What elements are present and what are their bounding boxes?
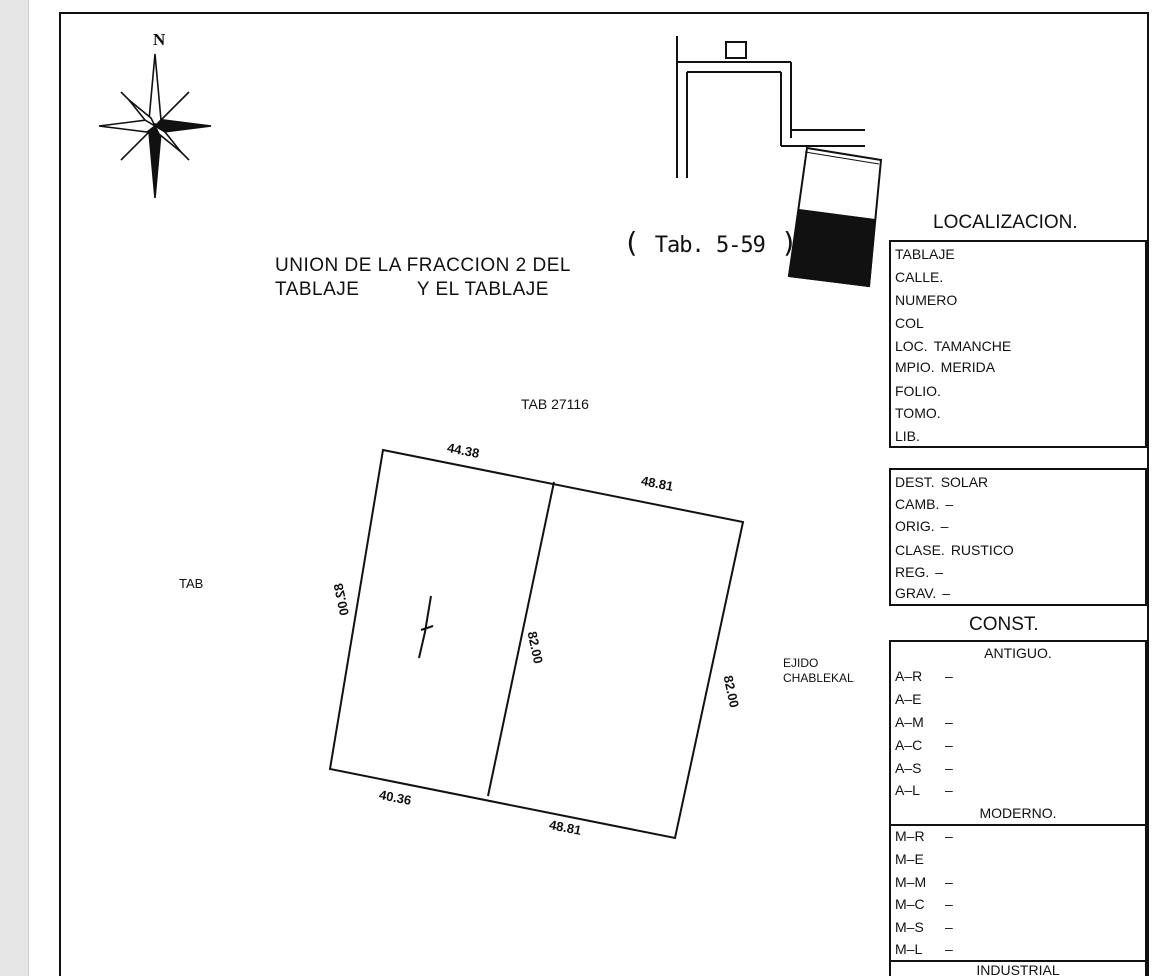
construccion-table: ANTIGUO. A–R– A–E A–M– A–C– A–S– A–L– MO… bbox=[889, 640, 1147, 976]
loc-row: LIB. bbox=[895, 428, 920, 444]
dest-row: GRAV.– bbox=[895, 585, 951, 601]
loc-row: LOC.TAMANCHE bbox=[895, 338, 1012, 354]
moderno-row: M–S– bbox=[895, 919, 953, 935]
dest-row: CAMB.– bbox=[895, 496, 954, 512]
antiguo-row: A–E bbox=[895, 691, 922, 707]
parcel-outline bbox=[328, 448, 745, 840]
moderno-row: M–R– bbox=[895, 828, 953, 844]
loc-row: COL bbox=[895, 315, 924, 331]
dest-row: REG.– bbox=[895, 564, 944, 580]
dest-row: CLASE.RUSTICO bbox=[895, 542, 1014, 558]
antiguo-row: A–C– bbox=[895, 737, 953, 753]
document-title-line1: UNION DE LA FRACCION 2 DEL bbox=[275, 255, 571, 276]
localizacion-heading: LOCALIZACION. bbox=[933, 212, 1078, 233]
survey-sheet: N UNION DE LA FRACCION 2 DEL TABLAJE Y E… bbox=[28, 0, 1164, 976]
loc-row: NUMERO bbox=[895, 292, 958, 308]
ejido-label: EJIDO CHABLEKAL bbox=[783, 656, 854, 686]
drawing-layer bbox=[98, 36, 883, 840]
moderno-row: M–C– bbox=[895, 896, 953, 912]
drawing-frame bbox=[59, 12, 1149, 976]
antiguo-row: A–S– bbox=[895, 760, 953, 776]
ejido-line1: EJIDO bbox=[783, 656, 819, 670]
loc-row: TABLAJE bbox=[895, 246, 955, 262]
handwritten-marks bbox=[418, 595, 434, 659]
location-sketch bbox=[676, 36, 883, 288]
document-title-line2: TABLAJE Y EL TABLAJE bbox=[275, 279, 549, 300]
const-heading: CONST. bbox=[969, 614, 1039, 635]
moderno-divider bbox=[891, 824, 1145, 826]
north-label: N bbox=[153, 30, 166, 49]
loc-row: FOLIO. bbox=[895, 383, 941, 399]
moderno-row: M–L– bbox=[895, 941, 953, 957]
moderno-heading: MODERNO. bbox=[979, 805, 1057, 821]
dest-row: ORIG.– bbox=[895, 518, 949, 534]
antiguo-heading: ANTIGUO. bbox=[984, 645, 1052, 661]
ejido-line2: CHABLEKAL bbox=[783, 671, 854, 685]
dest-row: DEST.SOLAR bbox=[895, 474, 989, 490]
destino-table: DEST.SOLAR CAMB.– ORIG.– CLASE.RUSTICO R… bbox=[889, 468, 1147, 606]
handwritten-note: ( Tab. 5-59 ) bbox=[623, 226, 798, 259]
tab-west-label: TAB bbox=[179, 576, 204, 591]
antiguo-row: A–M– bbox=[895, 714, 953, 730]
loc-row: CALLE. bbox=[895, 269, 944, 285]
compass-rose-icon bbox=[98, 53, 212, 199]
tab-north-label: TAB 27116 bbox=[521, 396, 589, 412]
antiguo-row: A–L– bbox=[895, 782, 953, 798]
loc-row: TOMO. bbox=[895, 405, 941, 421]
antiguo-row: A–R– bbox=[895, 668, 953, 684]
localizacion-table: TABLAJE CALLE. NUMERO COL LOC.TAMANCHE M… bbox=[889, 240, 1147, 448]
moderno-row: M–M– bbox=[895, 874, 953, 890]
industrial-heading: INDUSTRIAL bbox=[976, 962, 1060, 976]
moderno-row: M–E bbox=[895, 851, 924, 867]
industrial-divider bbox=[891, 960, 1145, 962]
loc-row: MPIO.MERIDA bbox=[895, 359, 996, 375]
